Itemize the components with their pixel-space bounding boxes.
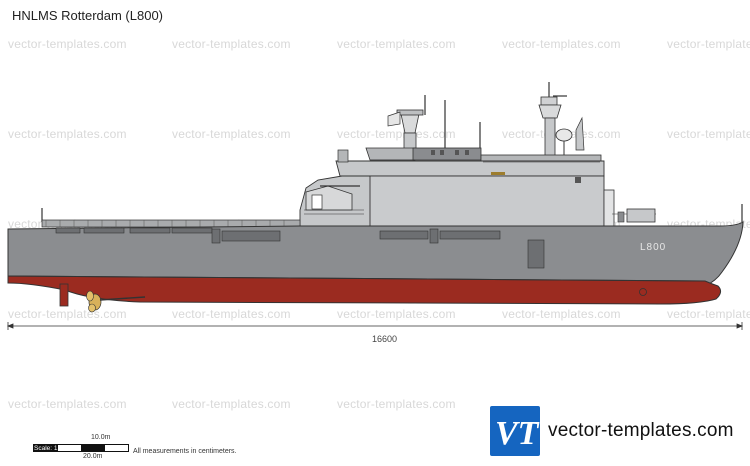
hull-lower [7,275,722,305]
scale-bottom-label: 20.0m [83,453,103,460]
watermark-row: vector-templates.com vector-templates.co… [0,397,750,413]
svg-text:VT: VT [495,415,540,452]
propeller [59,283,146,313]
anchor-hawse [639,288,647,296]
hull-details [55,227,545,269]
hull-marking: L800 [640,242,666,253]
watermark: vector-templates.com [172,127,291,141]
brand-logo-icon: VT [490,406,540,456]
length-dimension [6,322,744,330]
scale-ratio-label: Scale: 1:500 [34,445,71,452]
watermark: vector-templates.com [8,37,127,51]
brand-name: vector-templates.com [548,420,734,441]
watermark-row: vector-templates.com vector-templates.co… [0,127,750,143]
scale-top-label: 10.0m [91,434,111,441]
watermark: vector-templates.com [8,397,127,411]
watermark: vector-templates.com [337,37,456,51]
aft-mast [538,96,585,161]
superstructure [299,147,656,227]
watermark: vector-templates.com [337,127,456,141]
watermark: vector-templates.com [337,397,456,411]
page-title: HNLMS Rotterdam (L800) [12,8,163,23]
watermark-row: vector-templates.com vector-templates.co… [0,37,750,53]
watermark: vector-templates.com [8,127,127,141]
watermark: vector-templates.com [667,37,750,51]
length-label: 16600 [372,334,398,344]
watermark: vector-templates.com [502,307,621,321]
watermark: vector-templates.com [667,127,750,141]
hull-upper [7,221,744,287]
watermark-row: vector-templates.com vector-templates.co… [0,307,750,323]
watermark: vector-templates.com [502,37,621,51]
scale-bar: 10.0m Scale: 1:500 20.0m [33,434,129,460]
watermark: vector-templates.com [172,307,291,321]
scale-box [33,444,129,452]
measurement-note: All measurements in centimeters. [133,448,237,455]
watermark: vector-templates.com [667,307,750,321]
watermark: vector-templates.com [8,307,127,321]
watermark: vector-templates.com [172,397,291,411]
watermark: vector-templates.com [337,307,456,321]
watermark: vector-templates.com [172,37,291,51]
